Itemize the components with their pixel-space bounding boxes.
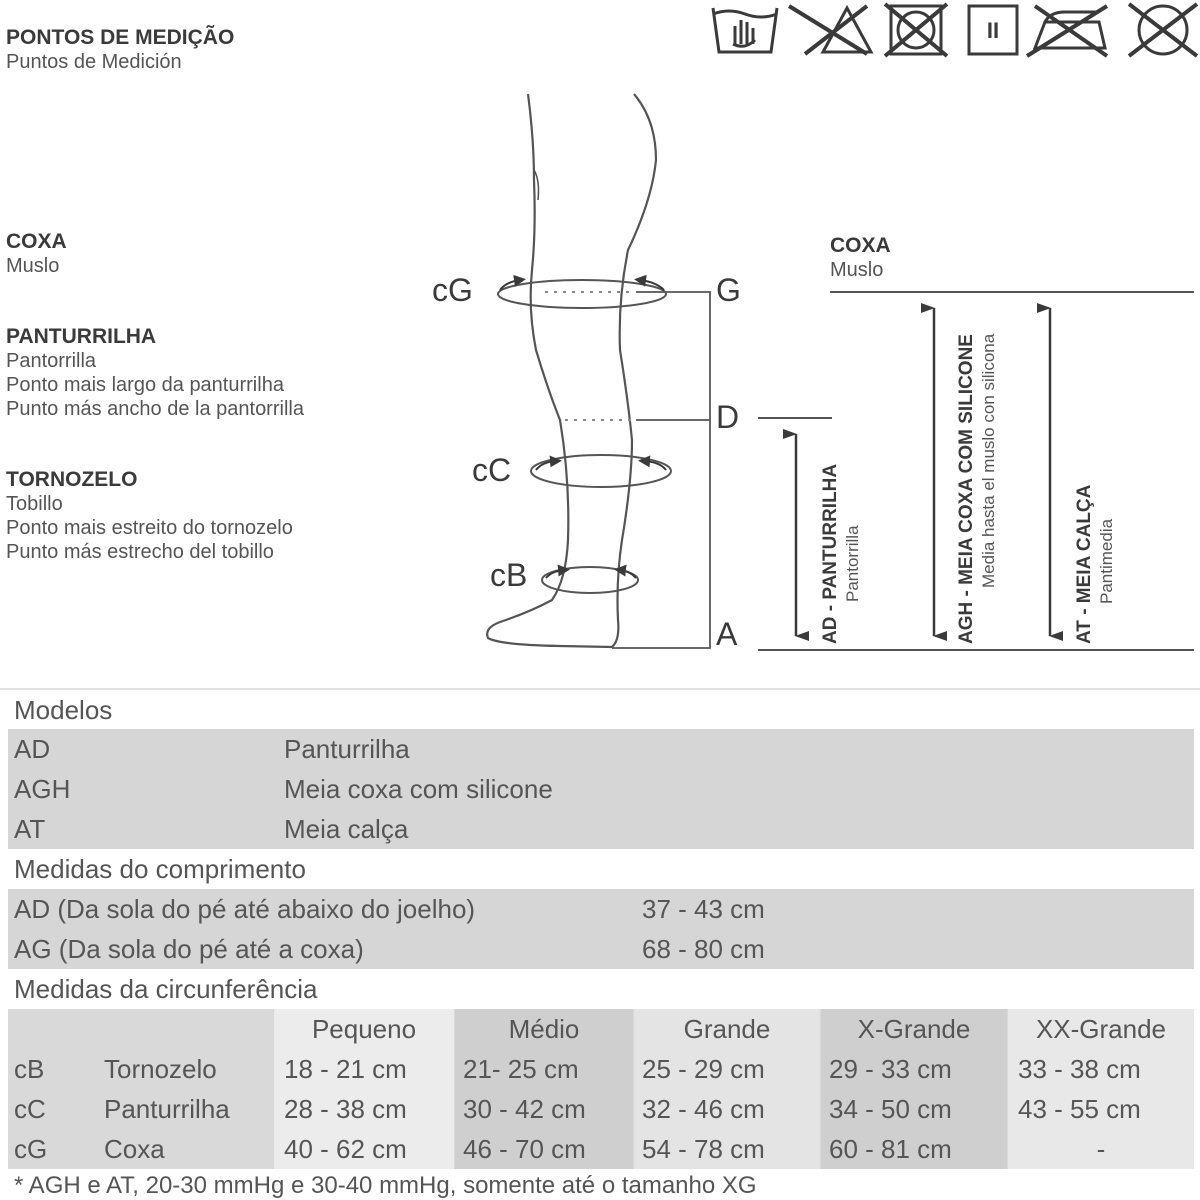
care-icons: II	[711, 2, 1199, 58]
hand-wash-icon	[711, 7, 779, 54]
panturrilha-sub: Pantorrilla	[6, 350, 97, 372]
size-xx-grande: XX-Grande	[1035, 1014, 1167, 1044]
label-cG: cG	[432, 272, 473, 308]
size-header-row: Pequeno Médio Grande X-Grande XX-Grande	[0, 1009, 1200, 1049]
at-arrow-title: AT - MEIA CALÇA	[1074, 484, 1095, 644]
leg-outline-back	[486, 93, 658, 649]
size-x-grande: X-Grande	[857, 1014, 971, 1044]
panturrilha-line2: Punto más ancho de la pantorrilla	[6, 398, 304, 420]
ad-arrow-sub: Pantorrilla	[843, 525, 862, 602]
panturrilha-title: PANTURRILHA	[6, 325, 157, 348]
table-row: AD (Da sola do pé até abaixo do joelho) …	[14, 894, 765, 924]
label-D: D	[716, 399, 739, 435]
circunferencia-heading: Medidas da circunferência	[14, 974, 318, 1004]
agh-arrow-title: AGH - MEIA COXA COM SILICONE	[956, 334, 977, 644]
footnote: * AGH e AT, 20-30 mmHg e 30-40 mmHg, som…	[14, 1172, 757, 1199]
table-row: AGH Meia coxa com silicone	[14, 774, 553, 804]
size-pequeno: Pequeno	[311, 1014, 417, 1044]
right-coxa-title: COXA	[830, 234, 891, 257]
table-row: AD Panturrilha	[14, 734, 410, 764]
label-cB: cB	[490, 557, 527, 593]
size-grande: Grande	[683, 1014, 771, 1044]
dry-in-shade-icon: II	[967, 4, 1019, 56]
no-dry-clean-icon	[1127, 2, 1199, 58]
agh-arrow-sub: Media hasta el muslo con silicona	[979, 333, 998, 588]
label-G: G	[716, 272, 741, 308]
size-medio: Médio	[508, 1014, 580, 1044]
panturrilha-line1: Ponto mais largo da panturrilha	[6, 374, 284, 396]
dry-mark-text: II	[987, 18, 999, 43]
ankle-circ-ellipse	[541, 566, 639, 594]
table-divider	[0, 688, 1200, 690]
tornozelo-line1: Ponto mais estreito do tornozelo	[6, 517, 293, 539]
tornozelo-sub: Tobillo	[6, 493, 63, 515]
ad-arrow-title: AD - PANTURRILHA	[820, 464, 841, 644]
table-row: AG (Da sola do pé até a coxa) 68 - 80 cm	[14, 934, 765, 964]
leg-diagram: cG cC cB G D A COXA Muslo AD - PANTURRIL…	[432, 93, 1194, 652]
height-bracket	[612, 291, 711, 649]
coxa-sub: Muslo	[6, 255, 60, 277]
table-row: cC Panturrilha 28 - 38 cm 30 - 42 cm 32 …	[14, 1094, 1141, 1124]
tornozelo-title: TORNOZELO	[6, 468, 138, 491]
label-cC: cC	[472, 452, 511, 488]
table-row: AT Meia calça	[14, 814, 409, 844]
comprimento-band	[8, 889, 1194, 969]
thigh-circ-ellipse	[497, 279, 667, 309]
no-tumble-dry-icon	[883, 2, 949, 58]
leg-outline-knee	[533, 169, 540, 201]
table-row: cG Coxa 40 - 62 cm 46 - 70 cm 54 - 78 cm…	[14, 1134, 1106, 1164]
no-bleach-icon	[787, 4, 874, 56]
comprimento-heading: Medidas do comprimento	[14, 854, 306, 884]
table-row: cB Tornozelo 18 - 21 cm 21- 25 cm 25 - 2…	[14, 1054, 1141, 1084]
no-iron-icon	[1025, 4, 1109, 58]
page-subtitle: Puntos de Medición	[6, 51, 182, 73]
coxa-title: COXA	[6, 230, 67, 253]
tornozelo-line2: Punto más estrecho del tobillo	[6, 541, 274, 563]
calf-circ-ellipse	[530, 454, 672, 488]
at-arrow-sub: Pantimedia	[1097, 518, 1116, 604]
modelos-heading: Modelos	[14, 695, 113, 725]
label-A: A	[716, 616, 738, 652]
right-coxa-sub: Muslo	[830, 259, 883, 281]
page-title: PONTOS DE MEDIÇÃO	[6, 26, 235, 49]
modelos-band	[8, 729, 1194, 849]
